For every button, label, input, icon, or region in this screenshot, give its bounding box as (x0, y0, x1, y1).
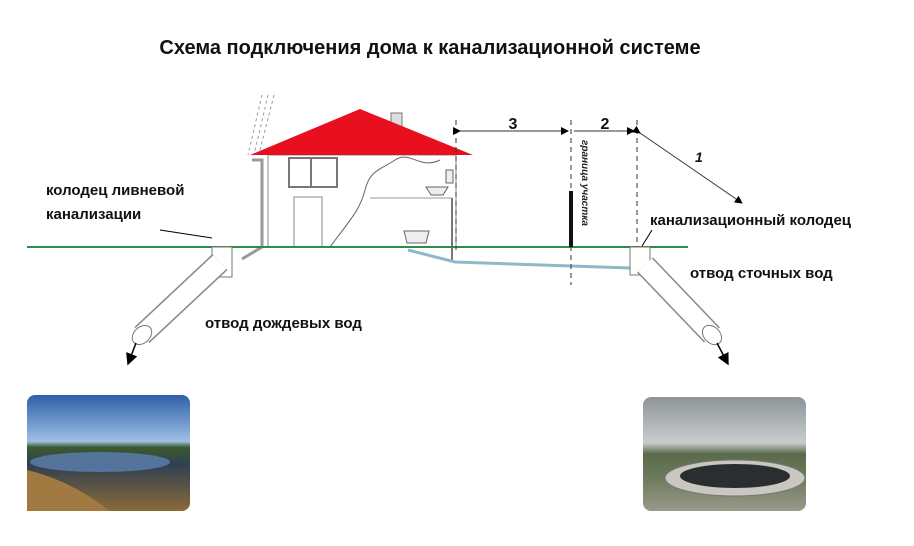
storm-well-pointer (159, 229, 213, 239)
lake-photo (27, 395, 190, 511)
downpipe (241, 158, 264, 261)
rain-icon (247, 94, 275, 156)
door (293, 196, 323, 248)
rain-outlet-label: отвод дождевых вод (205, 315, 362, 332)
boundary-label: граница участка (579, 140, 590, 226)
bathtub-icon (403, 230, 430, 244)
dimension-3: 3 (509, 116, 518, 133)
waste-outlet-pipe (637, 257, 729, 366)
sewer-pipe (407, 248, 631, 270)
boundary-fence (569, 191, 573, 247)
roof (250, 109, 473, 155)
dimension-1: 1 (695, 149, 703, 165)
house (241, 109, 473, 261)
sewer-well-label: канализационный колодец (650, 212, 852, 229)
waste-outlet-label: отвод сточных вод (690, 265, 833, 282)
dimension-2: 2 (601, 116, 610, 133)
storm-well-label-1: колодец ливневой (46, 182, 184, 199)
diagram-title: Схема подключения дома к канализационной… (159, 37, 700, 59)
toilet-icon (425, 186, 449, 196)
sewer-well-pointer (641, 229, 653, 247)
boiler-icon (445, 169, 454, 184)
rain-outlet-pipe (126, 253, 228, 366)
window (288, 157, 338, 188)
storm-well-label-2: канализации (46, 206, 141, 223)
treatment-plant-photo (643, 397, 806, 511)
dimension-lines (453, 120, 743, 285)
